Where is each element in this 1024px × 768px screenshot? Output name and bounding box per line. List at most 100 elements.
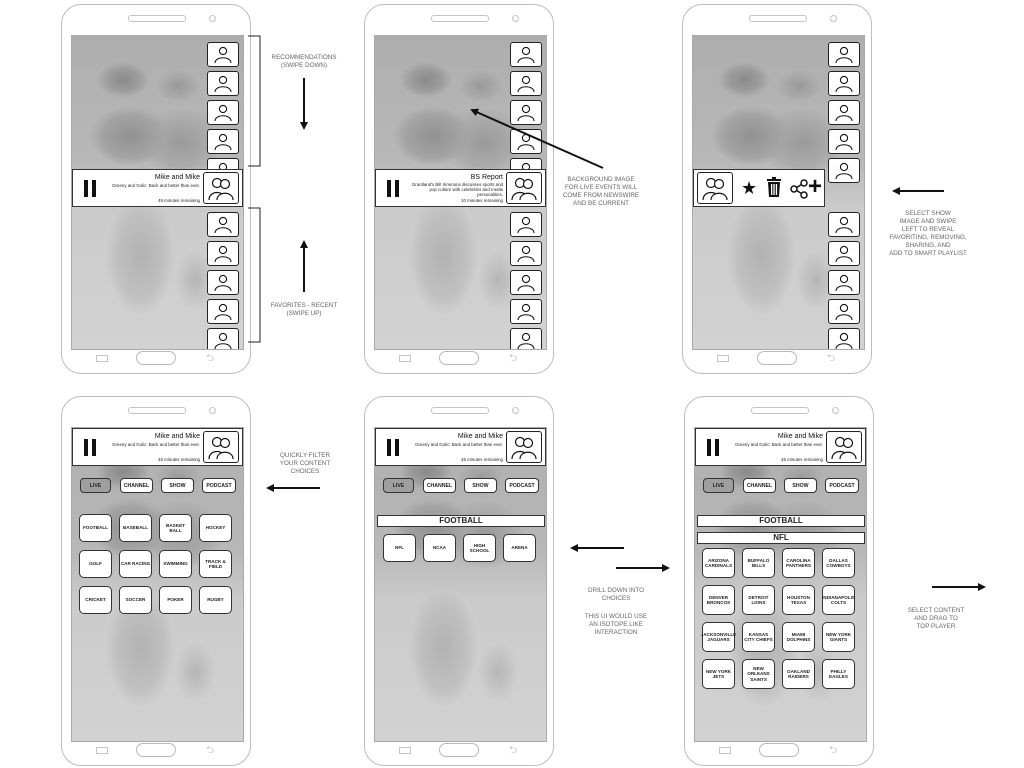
home-button-icon[interactable] bbox=[136, 351, 176, 365]
sport-tile[interactable]: TRACK & FIELD bbox=[199, 550, 232, 578]
sport-tile[interactable]: SWIMMING bbox=[159, 550, 192, 578]
top-player[interactable]: BS Report Grantland's Bill Simmons discu… bbox=[375, 169, 546, 207]
sport-tile[interactable]: CAR RACING bbox=[119, 550, 152, 578]
show-thumbnail[interactable] bbox=[828, 270, 860, 295]
pause-icon[interactable] bbox=[84, 439, 96, 456]
back-key-icon[interactable]: ⮌ bbox=[509, 353, 518, 364]
sport-tile[interactable]: GOLF bbox=[79, 550, 112, 578]
sport-tile[interactable]: SOCCER bbox=[119, 586, 152, 614]
recommendation-list[interactable] bbox=[826, 38, 862, 183]
show-thumbnail[interactable] bbox=[510, 328, 542, 349]
show-thumbnail[interactable] bbox=[506, 431, 542, 463]
show-thumbnail[interactable] bbox=[207, 328, 239, 349]
nfl-team-tile[interactable]: DENVER BRONCOS bbox=[702, 585, 735, 615]
show-thumbnail[interactable] bbox=[828, 100, 860, 125]
filter-channel-button[interactable]: CHANNEL bbox=[743, 478, 776, 493]
top-player[interactable]: Mike and Mike Greeny and Golic: Back and… bbox=[695, 428, 866, 466]
football-level-tile[interactable]: HIGH SCHOOL bbox=[463, 534, 496, 562]
show-thumbnail[interactable] bbox=[207, 100, 239, 125]
nfl-team-tile[interactable]: DALLAS COWBOYS bbox=[822, 548, 855, 578]
menu-key-icon[interactable] bbox=[96, 355, 108, 362]
nfl-team-tile[interactable]: BUFFALO BILLS bbox=[742, 548, 775, 578]
sport-tile[interactable]: BASKET BALL bbox=[159, 514, 192, 542]
menu-key-icon[interactable] bbox=[399, 355, 411, 362]
show-thumbnail[interactable] bbox=[203, 431, 239, 463]
nfl-team-tile[interactable]: CAROLINA PANTHERS bbox=[782, 548, 815, 578]
show-thumbnail[interactable] bbox=[510, 212, 542, 237]
top-player[interactable]: Mike and Mike Greeny and Golic: Back and… bbox=[375, 428, 546, 466]
nfl-team-tile[interactable]: ARIZONA CARDINALS bbox=[702, 548, 735, 578]
nfl-team-tile[interactable]: PHILLY EAGLES bbox=[822, 659, 855, 689]
filter-live-button[interactable]: LIVE bbox=[80, 478, 111, 493]
show-thumbnail[interactable] bbox=[510, 100, 542, 125]
menu-key-icon[interactable] bbox=[399, 747, 411, 754]
back-key-icon[interactable]: ⮌ bbox=[509, 745, 518, 756]
show-thumbnail[interactable] bbox=[207, 71, 239, 96]
show-thumbnail[interactable] bbox=[828, 212, 860, 237]
menu-key-icon[interactable] bbox=[717, 355, 729, 362]
show-thumbnail[interactable] bbox=[828, 299, 860, 324]
football-level-tile[interactable]: NFL bbox=[383, 534, 416, 562]
show-thumbnail[interactable] bbox=[203, 172, 239, 204]
nfl-team-tile[interactable]: INDIANAPOLIS COLTS bbox=[822, 585, 855, 615]
back-key-icon[interactable]: ⮌ bbox=[829, 745, 838, 756]
favorites-list[interactable] bbox=[205, 208, 241, 349]
show-thumbnail[interactable] bbox=[207, 241, 239, 266]
nfl-team-tile[interactable]: OAKLAND RAIDERS bbox=[782, 659, 815, 689]
nfl-team-tile[interactable]: NEW YORK GIANTS bbox=[822, 622, 855, 652]
show-thumbnail[interactable] bbox=[828, 42, 860, 67]
back-key-icon[interactable]: ⮌ bbox=[827, 353, 836, 364]
show-thumbnail[interactable] bbox=[828, 71, 860, 96]
plus-icon[interactable]: + bbox=[808, 173, 823, 200]
swipe-action-bar[interactable]: ★ + bbox=[693, 169, 825, 207]
share-icon[interactable] bbox=[789, 179, 809, 203]
nfl-team-tile[interactable]: HOUSTON TEXAS bbox=[782, 585, 815, 615]
sport-tile[interactable]: POKER bbox=[159, 586, 192, 614]
filter-show-button[interactable]: SHOW bbox=[161, 478, 194, 493]
nfl-team-tile[interactable]: JACKSONVILLE JAGUARS bbox=[701, 622, 736, 652]
show-thumbnail[interactable] bbox=[828, 241, 860, 266]
sport-tile[interactable]: CRICKET bbox=[79, 586, 112, 614]
home-button-icon[interactable] bbox=[759, 743, 799, 757]
menu-key-icon[interactable] bbox=[96, 747, 108, 754]
show-thumbnail[interactable] bbox=[207, 42, 239, 67]
show-thumbnail[interactable] bbox=[826, 431, 862, 463]
pause-icon[interactable] bbox=[84, 180, 96, 197]
back-key-icon[interactable]: ⮌ bbox=[206, 745, 215, 756]
favorites-list[interactable] bbox=[508, 208, 544, 349]
show-thumbnail[interactable] bbox=[207, 299, 239, 324]
show-thumbnail[interactable] bbox=[510, 299, 542, 324]
top-player[interactable]: Mike and Mike Greeny and Golic: Back and… bbox=[72, 428, 243, 466]
sport-tile[interactable]: RUGBY bbox=[199, 586, 232, 614]
nfl-team-tile[interactable]: NEW ORLEANS SAINTS bbox=[742, 659, 775, 689]
nfl-team-tile[interactable]: DETROIT LIONS bbox=[742, 585, 775, 615]
show-thumbnail[interactable] bbox=[510, 71, 542, 96]
nfl-team-tile[interactable]: KANSAS CITY CHIEFS bbox=[742, 622, 775, 652]
nfl-team-tile[interactable]: MIAMI DOLPHINS bbox=[782, 622, 815, 652]
filter-channel-button[interactable]: CHANNEL bbox=[120, 478, 153, 493]
nfl-team-tile[interactable]: NEW YORK JETS bbox=[702, 659, 735, 689]
show-thumbnail[interactable] bbox=[506, 172, 542, 204]
filter-show-button[interactable]: SHOW bbox=[784, 478, 817, 493]
pause-icon[interactable] bbox=[387, 180, 399, 197]
football-level-tile[interactable]: ARENA bbox=[503, 534, 536, 562]
filter-podcast-button[interactable]: PODCAST bbox=[202, 478, 236, 493]
home-button-icon[interactable] bbox=[439, 743, 479, 757]
filter-podcast-button[interactable]: PODCAST bbox=[825, 478, 859, 493]
filter-podcast-button[interactable]: PODCAST bbox=[505, 478, 539, 493]
home-button-icon[interactable] bbox=[757, 351, 797, 365]
football-level-tile[interactable]: NCAA bbox=[423, 534, 456, 562]
menu-key-icon[interactable] bbox=[719, 747, 731, 754]
show-thumbnail[interactable] bbox=[828, 158, 860, 183]
home-button-icon[interactable] bbox=[136, 743, 176, 757]
back-key-icon[interactable]: ⮌ bbox=[206, 353, 215, 364]
show-thumbnail[interactable] bbox=[828, 129, 860, 154]
show-thumbnail[interactable] bbox=[207, 212, 239, 237]
show-thumbnail[interactable] bbox=[510, 270, 542, 295]
trash-icon[interactable] bbox=[766, 177, 782, 202]
pause-icon[interactable] bbox=[707, 439, 719, 456]
sport-tile[interactable]: FOOTBALL bbox=[79, 514, 112, 542]
filter-live-button[interactable]: LIVE bbox=[703, 478, 734, 493]
favorites-list[interactable] bbox=[826, 208, 862, 349]
filter-channel-button[interactable]: CHANNEL bbox=[423, 478, 456, 493]
